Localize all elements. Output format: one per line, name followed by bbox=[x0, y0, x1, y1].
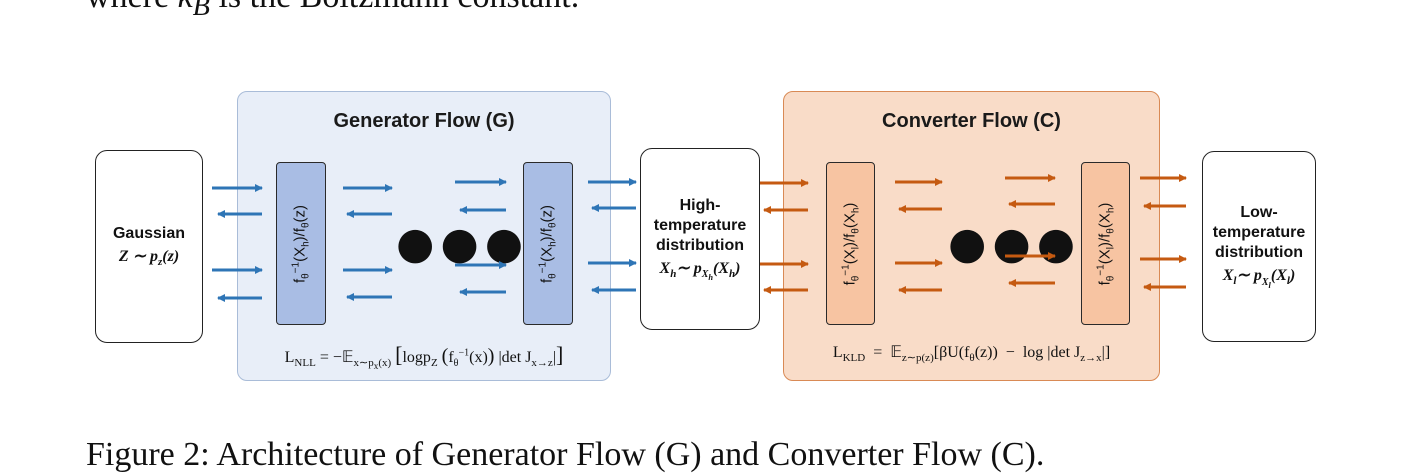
low-label-2: temperature bbox=[1212, 224, 1306, 242]
converter-layer-1: fθ−1(Xl)/fθ(Xh) bbox=[826, 162, 875, 325]
high-temperature-box: High- temperature distribution Xh∼ pXh(X… bbox=[640, 148, 760, 330]
generator-flow-title: Generator Flow (G) bbox=[333, 110, 515, 132]
caption-top: where kB is the Boltzmann constant. bbox=[86, 0, 579, 22]
generator-loss-formula: LNLL = −𝔼x∼px(x) [logpZ (fθ−1(x)) |det J… bbox=[284, 342, 564, 372]
gaussian-box: Gaussian Z ∼ pz(z) bbox=[95, 150, 203, 343]
generator-ellipsis: ●●● bbox=[396, 218, 530, 269]
generator-layer-1: fθ−1(Xh)/fθ(z) bbox=[276, 162, 326, 325]
gaussian-label: Gaussian bbox=[112, 225, 186, 243]
converter-layer-n: fθ−1(Xl)/fθ(Xh) bbox=[1081, 162, 1130, 325]
low-formula: Xl∼ pXl(Xl) bbox=[1222, 267, 1296, 290]
high-label-3: distribution bbox=[656, 236, 744, 254]
low-temperature-box: Low- temperature distribution Xl∼ pXl(Xl… bbox=[1202, 151, 1316, 342]
caption-bottom: Figure 2: Architecture of Generator Flow… bbox=[86, 436, 1045, 473]
converter-flow-title: Converter Flow (C) bbox=[882, 110, 1061, 132]
high-formula: Xh∼ pXh(Xh) bbox=[659, 259, 741, 283]
low-label-1: Low- bbox=[1240, 204, 1278, 222]
gaussian-formula: Z ∼ pz(z) bbox=[118, 248, 180, 269]
high-label-2: temperature bbox=[653, 216, 747, 234]
high-label-1: High- bbox=[679, 196, 721, 214]
low-label-3: distribution bbox=[1215, 244, 1303, 262]
converter-loss-formula: LKLD = 𝔼z∼p(z)[βU(fθ(z)) − log |det Jz→x… bbox=[832, 344, 1111, 365]
generator-layer-n: fθ−1(Xh)/fθ(z) bbox=[523, 162, 573, 325]
